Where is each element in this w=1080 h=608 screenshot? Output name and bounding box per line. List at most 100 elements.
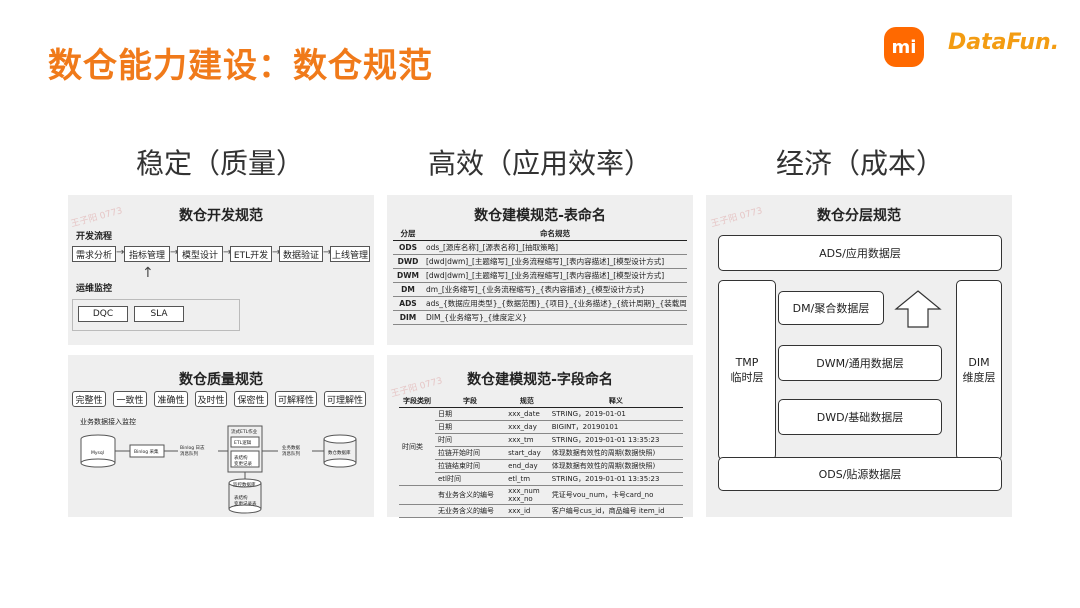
cell: xxx_day xyxy=(505,420,549,434)
quality-tag: 完整性 xyxy=(72,391,106,407)
ops-sla: SLA xyxy=(134,306,184,322)
mi-logo: mi xyxy=(884,27,924,67)
node-biz-queue: 业务数据消息队列 xyxy=(282,444,300,457)
datafun-logo: DataFun. xyxy=(948,30,1060,55)
layer-ods: ODS/贴源数据层 xyxy=(718,457,1002,491)
cell: [dwd|dwm]_[主题缩写]_[业务流程缩写]_[表内容描述]_[模型设计方… xyxy=(423,254,687,269)
cell: ads_{数据应用类型}_{数据范围}_{项目}_{业务描述}_{统计周期}_{… xyxy=(423,296,687,311)
layer-spec-panel: 数仓分层规范 ADS/应用数据层 TMP 临时层 DIM 维度层 DM/聚合数据… xyxy=(706,195,1012,517)
node-binlog-queue: Binlog 日志消息队列 xyxy=(180,444,205,457)
cell: 日期 xyxy=(435,420,506,434)
cell: DM xyxy=(393,282,423,297)
flow-arrow: → xyxy=(223,247,232,258)
table-naming-title: 数仓建模规范-表命名 xyxy=(474,208,606,224)
flow-label: 开发流程 xyxy=(76,232,113,242)
cell: xxx_date xyxy=(505,407,549,421)
quality-flow-diagram: Mysql Binlog 采集 Binlog 日志消息队列 流式ETL作业 ET… xyxy=(80,425,357,514)
col-header: 字段类别 xyxy=(399,395,435,408)
layer-dim: DIM 维度层 xyxy=(956,280,1002,460)
cell: xxx_num xxx_no xyxy=(505,485,549,505)
cell: 无业务含义的编号 xyxy=(435,504,506,518)
cell: 有业务含义的编号 xyxy=(435,485,506,505)
layer-tmp: TMP 临时层 xyxy=(718,280,776,460)
node-binlog-collect: Binlog 采集 xyxy=(134,448,159,455)
cell: 时间 xyxy=(435,433,506,447)
cell: 拉链开始时间 xyxy=(435,446,506,460)
quality-tag: 及时性 xyxy=(195,391,227,407)
flow-arrow: → xyxy=(116,247,125,258)
node-dw-db: 数仓数据库 xyxy=(328,449,351,456)
table-header-row: 分层 命名规范 xyxy=(393,227,687,241)
col-heading-economic: 经济（成本） xyxy=(776,147,945,180)
quality-spec-panel: 数仓质量规范 完整性 一致性 准确性 及时性 保密性 可解释性 可理解性 业务数… xyxy=(68,355,374,517)
dev-spec-title: 数仓开发规范 xyxy=(179,208,263,224)
layer-ads: ADS/应用数据层 xyxy=(718,235,1002,271)
flow-step: 数据验证 xyxy=(279,246,323,262)
cell: 日期 xyxy=(435,407,506,421)
table-header-row: 字段类别 字段 规范 释义 xyxy=(399,395,683,408)
layer-spec-title: 数仓分层规范 xyxy=(817,208,901,224)
table-row: DWD[dwd|dwm]_[主题缩写]_[业务流程缩写]_[表内容描述]_[模型… xyxy=(393,254,687,269)
cell: dm_[业务缩写]_{业务流程缩写}_{表内容描述}_{模型设计方式} xyxy=(423,282,687,297)
cell: 体现数据有效性的周期(数据快照) xyxy=(548,446,683,460)
flow-arrow: → xyxy=(323,247,332,258)
flow-step: 上线管理 xyxy=(330,246,370,262)
ops-frame xyxy=(72,299,240,331)
ops-label: 运维监控 xyxy=(76,284,113,294)
col-header: 释义 xyxy=(548,395,683,408)
dev-spec-panel: 数仓开发规范 开发流程 需求分析 → 指标管理 → 模型设计 → ETL开发 →… xyxy=(68,195,374,345)
field-naming-title: 数仓建模规范-字段命名 xyxy=(467,372,613,388)
node-mysql: Mysql xyxy=(91,450,104,456)
cell: xxx_tm xyxy=(505,433,549,447)
col-header: 分层 xyxy=(393,227,423,241)
flow-step: 模型设计 xyxy=(177,246,223,262)
col-heading-stable: 稳定（质量） xyxy=(136,147,305,180)
node-monitor-db: 监控数据库 xyxy=(233,481,256,488)
cell: DIM_{业务缩写}_{维度定义} xyxy=(423,310,687,325)
cell: ods_[源库名称]_[源表名称]_[抽取策略] xyxy=(423,240,687,255)
cell: 拉链结束时间 xyxy=(435,459,506,473)
cell-group: 时间类 xyxy=(399,407,435,486)
quality-spec-title: 数仓质量规范 xyxy=(179,372,263,388)
col-header: 命名规范 xyxy=(423,227,687,241)
quality-subtitle: 业务数据接入监控 xyxy=(80,418,136,426)
quality-tag: 可理解性 xyxy=(324,391,366,407)
flow-arrow: → xyxy=(272,247,281,258)
cell: ODS xyxy=(393,240,423,255)
cell: start_day xyxy=(505,446,549,460)
col-heading-efficient: 高效（应用效率） xyxy=(428,147,653,180)
cell: 凭证号vou_num，卡号card_no xyxy=(548,485,683,505)
cell: etl_tm xyxy=(505,472,549,486)
quality-tag: 保密性 xyxy=(234,391,268,407)
layer-dwd: DWD/基础数据层 xyxy=(778,399,942,435)
cell: STRING，2019-01-01 13:35:23 xyxy=(548,472,683,486)
up-arrow-icon xyxy=(894,290,942,328)
flow-step: 指标管理 xyxy=(124,246,170,262)
cell: DWM xyxy=(393,268,423,283)
node-schema-change: 表结构变更记录 xyxy=(234,454,252,467)
cell: STRING，2019-01-01 xyxy=(548,407,683,421)
flow-step: ETL开发 xyxy=(230,246,272,262)
cell: STRING，2019-01-01 13:35:23 xyxy=(548,433,683,447)
node-etl-job: 流式ETL作业 xyxy=(231,428,258,435)
col-header: 字段 xyxy=(435,395,506,408)
layer-dm: DM/聚合数据层 xyxy=(778,291,884,325)
node-schema-change-table: 表结构变更记录表 xyxy=(234,494,257,507)
cell: 客户编号cus_id，商品编号 item_id xyxy=(548,504,683,518)
flow-arrow: → xyxy=(170,247,179,258)
col-header: 规范 xyxy=(505,395,549,408)
cell: DWD xyxy=(393,254,423,269)
